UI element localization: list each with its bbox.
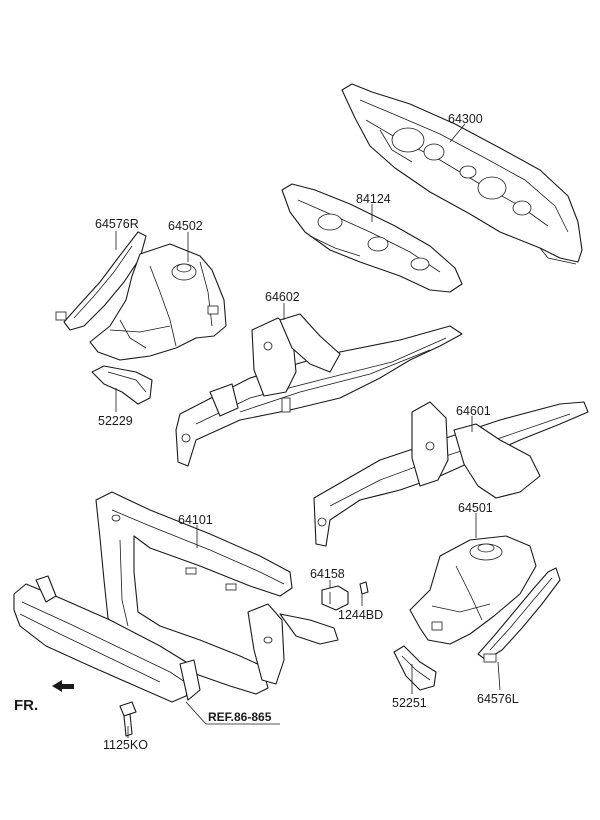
label-64300: 64300 [448,112,483,126]
dash-panel-part [341,83,583,265]
front-label: FR. [14,697,38,714]
wheelhouse-lh-part [409,535,537,645]
label-64502: 64502 [168,219,203,233]
fender-apron-lh-part [477,567,561,663]
label-1125KO: 1125KO [103,738,148,752]
front-direction-marker: FR. [14,680,74,714]
label-64602: 64602 [265,290,300,304]
label-64576L: 64576L [477,692,519,706]
reference-label: REF.86-865 [208,710,272,724]
label-64501: 64501 [458,501,493,515]
leader-lines [115,123,501,738]
bracket-64158-part [321,585,349,611]
label-64601: 64601 [456,404,491,418]
label-64101: 64101 [178,513,213,527]
part-labels: 64300 84124 64576R 64502 64602 52229 646… [95,112,519,752]
bracket-52251-part [393,645,437,691]
label-84124: 84124 [356,192,391,206]
bolt-1244BD-part [359,581,369,595]
label-64576R: 64576R [95,217,139,231]
wheelhouse-rh-part [89,243,227,361]
arrow-left-icon [52,680,74,692]
side-member-lh-part [313,401,589,547]
bumper-beam-part [13,575,201,703]
label-64158: 64158 [310,567,345,581]
label-52229: 52229 [98,414,133,428]
label-1244BD: 1244BD [338,608,383,622]
bolt-1125KO-part [119,701,137,737]
label-52251: 52251 [392,696,427,710]
fender-apron-rh-part [55,231,147,331]
side-member-rh-part [175,313,463,467]
bracket-52229-part [91,365,153,405]
dash-insulator-part [281,183,463,293]
